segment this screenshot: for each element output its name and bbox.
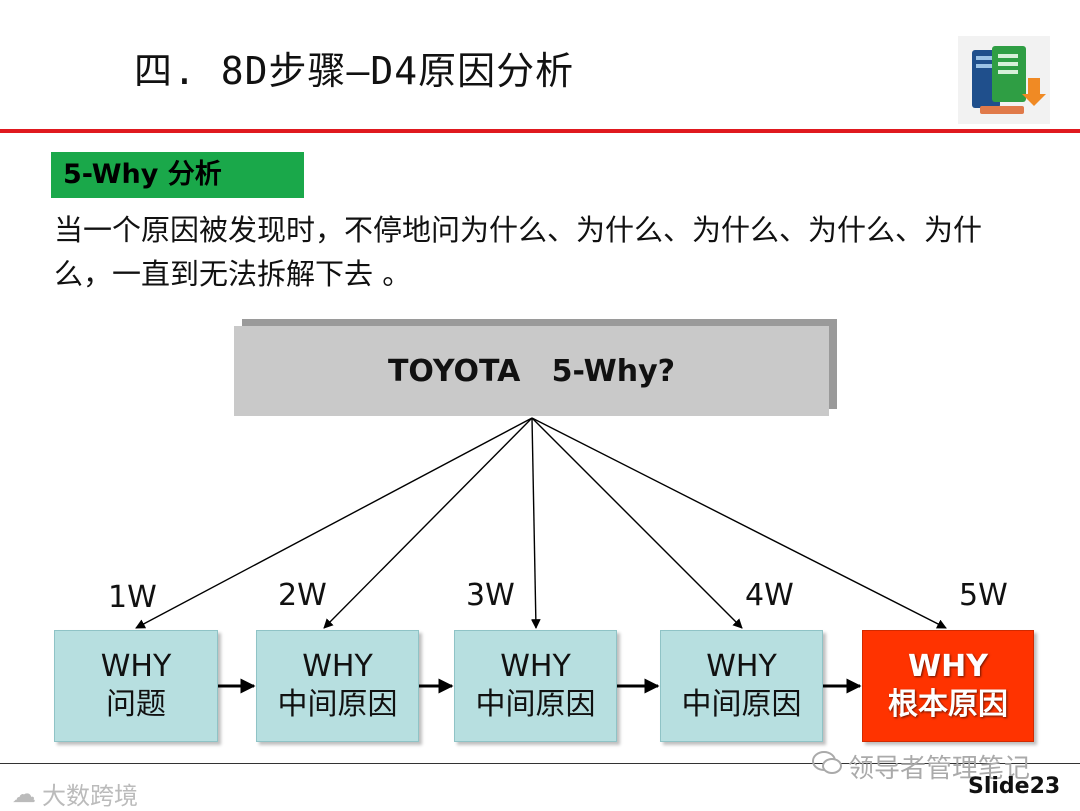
why-box-intermediate-3: WHY 中间原因 [660, 630, 823, 742]
why-box-title: WHY [100, 649, 172, 684]
cloud-icon: ☁ [12, 779, 36, 808]
fan-arrow-2w [323, 417, 533, 629]
fan-arrow-5w [531, 417, 947, 629]
page-title: 四. 8D步骤—D4原因分析 [134, 49, 575, 93]
why-box-subtitle: 问题 [106, 687, 166, 722]
footer-divider [0, 763, 1080, 764]
slide-number: Slide23 [968, 774, 1061, 799]
level-label-4w: 4W [745, 578, 794, 613]
level-label-3w: 3W [466, 578, 515, 613]
fan-arrow-4w [531, 417, 743, 629]
why-box-intermediate-2: WHY 中间原因 [454, 630, 617, 742]
section-tag: 5-Why 分析 [51, 152, 304, 198]
why-box-title: WHY [908, 649, 988, 684]
level-label-2w: 2W [278, 578, 327, 613]
header-divider [0, 129, 1080, 133]
why-box-subtitle: 根本原因 [888, 687, 1008, 722]
toyota-5why-box: TOYOTA 5-Why? [234, 326, 829, 416]
fan-arrows [135, 417, 947, 629]
wechat-icon [812, 750, 842, 783]
why-box-title: WHY [302, 649, 373, 684]
watermark-right: 领导者管理笔记 [812, 748, 1030, 785]
level-label-5w: 5W [959, 578, 1008, 613]
watermark-left-text: 大数跨境 [42, 782, 138, 810]
why-box-problem: WHY 问题 [54, 630, 218, 742]
why-box-title: WHY [706, 649, 777, 684]
books-download-icon [958, 36, 1050, 124]
why-box-title: WHY [500, 649, 571, 684]
why-box-intermediate-1: WHY 中间原因 [256, 630, 419, 742]
watermark-left: ☁ 大数跨境 [12, 776, 138, 811]
section-description: 当一个原因被发现时，不停地问为什么、为什么、为什么、为什么、为什么，一直到无法拆… [54, 213, 983, 291]
why-box-subtitle: 中间原因 [277, 687, 398, 722]
why-box-root-cause: WHY 根本原因 [862, 630, 1034, 742]
why-box-subtitle: 中间原因 [681, 687, 802, 722]
watermark-right-text: 领导者管理笔记 [848, 754, 1031, 784]
level-label-1w: 1W [108, 580, 157, 615]
why-box-subtitle: 中间原因 [475, 687, 596, 722]
fan-arrow-3w [530, 417, 541, 629]
fan-arrow-1w [135, 417, 533, 629]
